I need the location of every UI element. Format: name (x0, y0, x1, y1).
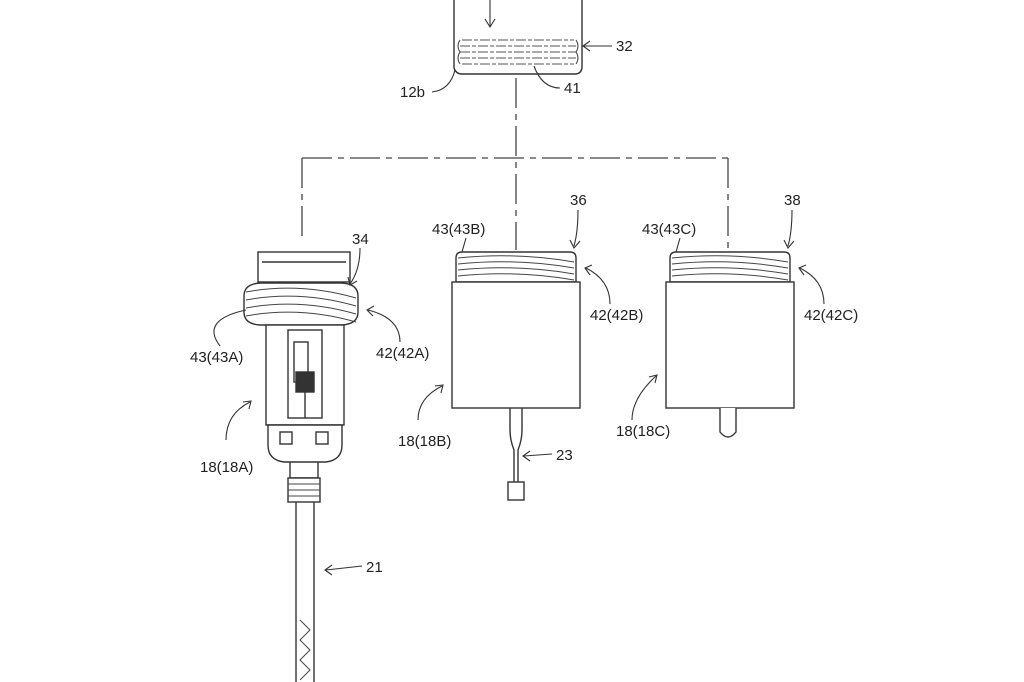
label-23: 23 (556, 447, 573, 464)
component-18C (665, 251, 795, 438)
label-42C: 42(42C) (804, 307, 858, 324)
housing-12b (453, 0, 583, 75)
label-12b: 12b (400, 84, 425, 101)
label-43C: 43(43C) (642, 221, 696, 238)
label-42B: 42(42B) (590, 307, 643, 324)
label-43B: 43(43B) (432, 221, 485, 238)
internal-thread-41 (457, 39, 579, 65)
label-34: 34 (352, 231, 369, 248)
label-32: 32 (616, 38, 633, 55)
component-18B (451, 251, 581, 501)
label-43A: 43(43A) (190, 349, 243, 366)
component-18A (243, 251, 359, 682)
label-38: 38 (784, 192, 801, 209)
alignment-lines (301, 78, 729, 250)
label-18C: 18(18C) (616, 423, 670, 440)
label-42A: 42(42A) (376, 345, 429, 362)
reference-labels: 32 12b 41 34 36 38 43(43B) 43(43C) 42(42… (190, 38, 858, 576)
label-21: 21 (366, 559, 383, 576)
label-41: 41 (564, 80, 581, 97)
label-18A: 18(18A) (200, 459, 253, 476)
label-36: 36 (570, 192, 587, 209)
label-18B: 18(18B) (398, 433, 451, 450)
leader-lines (213, 40, 825, 576)
